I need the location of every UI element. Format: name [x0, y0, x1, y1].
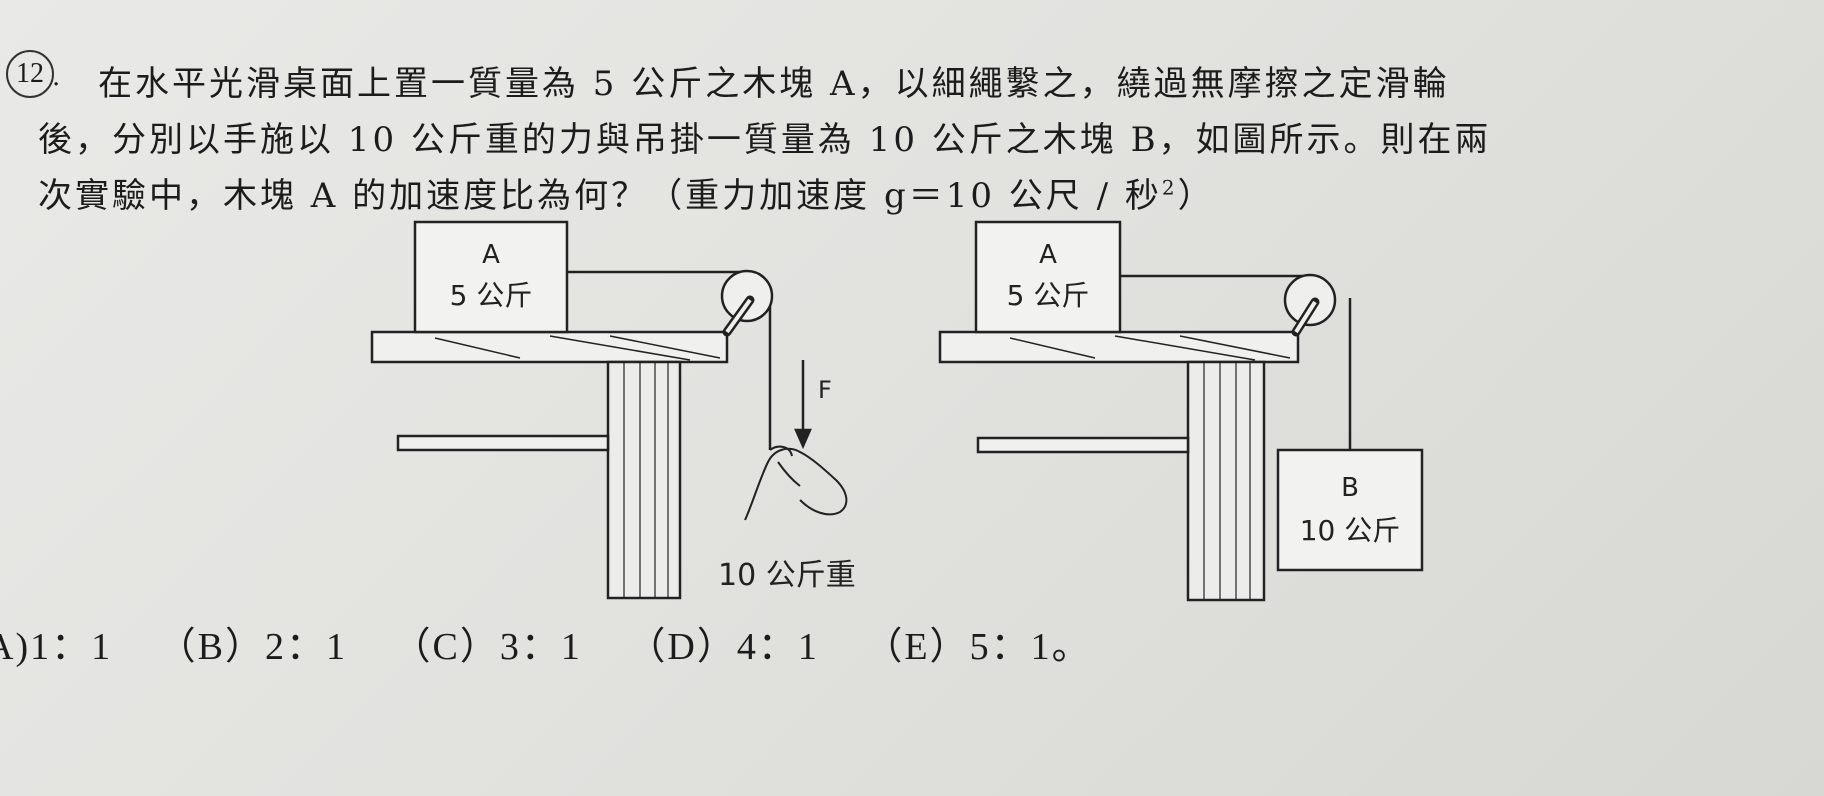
left-pulley [720, 269, 774, 323]
left-setup [370, 220, 848, 600]
figure-labels: A 5 公斤 F 10 公斤重 A 5 公斤 B 10 公斤 [450, 240, 1401, 593]
right-setup [938, 220, 1424, 602]
right-table-hatch-1 [1009, 337, 1096, 359]
left-table-hatch-1 [434, 337, 521, 359]
left-table-leg [606, 360, 682, 600]
right-side-rail [976, 436, 1190, 454]
right-hanging-mass: 10 公斤 [1300, 514, 1401, 547]
question-line-3-end: ） [1177, 176, 1215, 216]
option-b-label: （B） [157, 626, 265, 668]
left-pulley-bracket-inner [725, 298, 752, 334]
question-line-3: 次實驗中，木塊 A 的加速度比為何？（重力加速度 g＝10 公尺 / 秒2） [38, 168, 1215, 217]
question-line-2: 後，分別以手施以 10 公斤重的力與吊掛一質量為 10 公斤之木塊 B，如圖所示… [38, 120, 1492, 160]
left-hand [744, 445, 848, 521]
right-hanging-name: B [1341, 473, 1359, 503]
left-force-value: 10 公斤重 [718, 558, 856, 593]
left-block-name: A [482, 240, 500, 270]
question-number-dot: . [52, 62, 61, 92]
right-block-a [974, 220, 1122, 334]
option-d[interactable]: （D）4：1 [627, 626, 818, 668]
question-line-3-text: 次實驗中，木塊 A 的加速度比為何？（重力加速度 g＝10 公尺 / 秒 [38, 176, 1162, 216]
option-a[interactable]: A)1：1 [0, 626, 112, 668]
left-force-arrow-head [794, 428, 812, 450]
option-d-label: （D） [627, 626, 737, 668]
right-table-hatch-2 [1114, 335, 1256, 361]
option-e-label: （E） [864, 626, 970, 668]
option-c[interactable]: （C）3：1 [393, 626, 582, 668]
right-block-name: A [1039, 240, 1057, 270]
question-line-1: 在水平光滑桌面上置一質量為 5 公斤之木塊 A，以細繩繫之，繞過無摩擦之定滑輪 [98, 64, 1450, 104]
left-block-mass: 5 公斤 [450, 279, 533, 312]
option-a-label: A) [0, 626, 31, 668]
left-block-a [413, 220, 569, 334]
right-pulley-bracket-inner [1294, 300, 1317, 334]
left-table-hatch-3 [609, 335, 721, 359]
right-pulley [1283, 273, 1337, 327]
option-b[interactable]: （B）2：1 [158, 626, 347, 668]
left-table-hatch-2 [549, 335, 691, 361]
option-a-value: 1：1 [30, 626, 113, 668]
option-b-value: 2：1 [264, 626, 347, 668]
left-force-label: F [818, 376, 832, 404]
question-number: 12 [6, 50, 54, 98]
left-side-rail [396, 434, 610, 452]
option-c-value: 3：1 [499, 626, 582, 668]
option-e-value: 5：1。 [969, 626, 1092, 668]
option-c-label: （C） [392, 626, 500, 668]
right-table-hatch-3 [1179, 335, 1291, 359]
answer-options: A)1：1 （B）2：1 （C）3：1 （D）4：1 （E）5：1。 [0, 615, 1126, 670]
option-d-value: 4：1 [736, 626, 819, 668]
right-table-leg [1186, 360, 1266, 602]
right-block-b [1276, 448, 1424, 572]
question-line-3-superscript: 2 [1161, 175, 1178, 200]
option-e[interactable]: （E）5：1。 [864, 626, 1091, 668]
right-block-mass: 5 公斤 [1007, 279, 1090, 312]
